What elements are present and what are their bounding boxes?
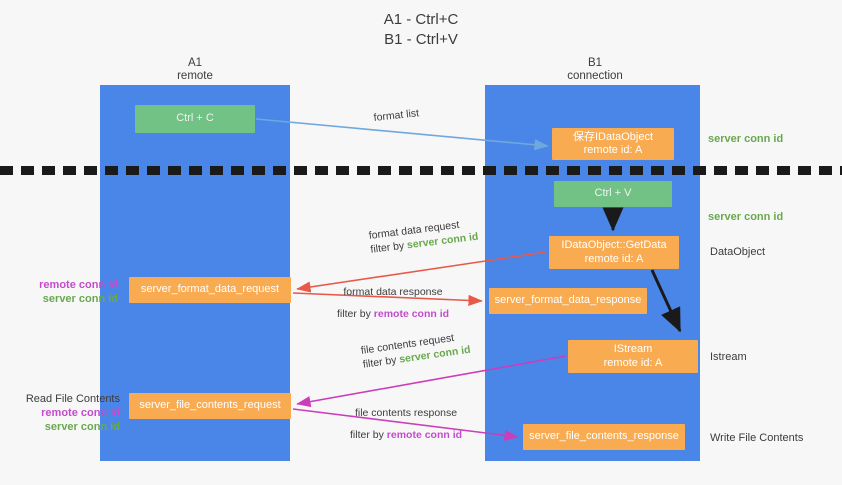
title-line-1: A1 - Ctrl+C xyxy=(383,11,459,28)
node-idataobject-getdata-line2: remote id: A xyxy=(584,252,644,265)
annotation-read-file-contents: Read File Contents remote conn id server… xyxy=(8,392,120,434)
node-ctrl-v-label: Ctrl + V xyxy=(594,187,632,200)
edge-file-contents-response xyxy=(292,408,519,441)
node-server-format-data-response-label: server_format_data_response xyxy=(494,294,642,307)
node-server-format-data-request[interactable]: server_format_data_request xyxy=(129,277,291,303)
annotation-server-conn-id-second: server conn id xyxy=(708,210,783,224)
node-server-file-contents-response[interactable]: server_file_contents_response xyxy=(523,424,685,450)
annotation-read-file-contents-heading: Read File Contents xyxy=(25,393,120,405)
annotation-dataobject: DataObject xyxy=(710,245,765,259)
filter-prefix: filter by xyxy=(350,429,387,441)
node-save-idataobject-line1: 保存IDataObject xyxy=(572,130,654,143)
annotation-format-data-conn-ids: remote conn id server conn id xyxy=(8,278,118,306)
node-ctrl-v[interactable]: Ctrl + V xyxy=(554,181,672,207)
column-b1-role: connection xyxy=(567,70,623,82)
annotation-text: Istream xyxy=(710,351,747,363)
diagram-title: A1 - Ctrl+C B1 - Ctrl+V xyxy=(0,10,842,50)
edge-getdata-to-istream xyxy=(650,269,682,333)
filter-prefix: filter by xyxy=(337,308,374,320)
edge-label-format-data-response-line1: format data response xyxy=(343,286,443,298)
edge-label-format-data-response: format data response filter by remote co… xyxy=(337,285,449,321)
edge-label-file-contents-response: file contents response filter by remote … xyxy=(350,406,462,442)
column-a1-name: A1 xyxy=(187,57,203,69)
annotation-text: server conn id xyxy=(708,211,784,223)
filter-key-remote-conn-id: remote conn id xyxy=(386,429,463,441)
node-server-file-contents-response-label: server_file_contents_response xyxy=(529,430,679,443)
edge-file-contents-request xyxy=(296,355,567,408)
column-a1-role: remote xyxy=(177,70,213,82)
annotation-istream: Istream xyxy=(710,350,747,364)
annotation-text: DataObject xyxy=(710,246,766,258)
node-idataobject-getdata-line1: IDataObject::GetData xyxy=(561,239,667,251)
node-ctrl-c[interactable]: Ctrl + C xyxy=(135,105,255,133)
title-line-2: B1 - Ctrl+V xyxy=(384,31,458,48)
phase-divider-dashed-line xyxy=(0,166,842,175)
node-istream[interactable]: IStream remote id: A xyxy=(568,340,698,373)
edge-format-list xyxy=(255,118,549,151)
annotation-remote-conn-id: remote conn id xyxy=(39,279,118,291)
annotation-text: server conn id xyxy=(708,133,784,145)
node-server-format-data-response[interactable]: server_format_data_response xyxy=(489,288,647,314)
edge-label-file-contents-response-line1: file contents response xyxy=(354,407,458,419)
annotation-write-file-contents: Write File Contents xyxy=(710,431,803,445)
filter-key-remote-conn-id: remote conn id xyxy=(373,308,450,320)
column-b1-name: B1 xyxy=(587,57,603,69)
node-save-idataobject-line2: remote id: A xyxy=(583,144,643,156)
node-save-idataobject[interactable]: 保存IDataObject remote id: A xyxy=(552,128,674,160)
column-header-a1: A1 remote xyxy=(110,57,280,83)
node-idataobject-getdata[interactable]: IDataObject::GetData remote id: A xyxy=(549,236,679,269)
edge-format-data-response xyxy=(292,292,483,307)
node-istream-line1: IStream xyxy=(613,343,653,355)
annotation-remote-conn-id: remote conn id xyxy=(41,407,120,419)
node-ctrl-c-label: Ctrl + C xyxy=(176,112,214,125)
node-server-file-contents-request[interactable]: server_file_contents_request xyxy=(129,393,291,419)
annotation-server-conn-id: server conn id xyxy=(44,421,120,433)
edge-label-format-data-response-filter: filter by remote conn id xyxy=(337,307,449,321)
edge-label-file-contents-response-filter: filter by remote conn id xyxy=(350,428,462,442)
annotation-server-conn-id-top: server conn id xyxy=(708,132,783,146)
column-header-b1: B1 connection xyxy=(505,57,685,83)
node-server-file-contents-request-label: server_file_contents_request xyxy=(139,399,281,412)
annotation-server-conn-id: server conn id xyxy=(42,293,118,305)
node-server-format-data-request-label: server_format_data_request xyxy=(140,283,280,296)
node-istream-line2: remote id: A xyxy=(603,356,663,369)
edge-format-data-request xyxy=(296,251,547,293)
annotation-text: Write File Contents xyxy=(710,432,804,444)
